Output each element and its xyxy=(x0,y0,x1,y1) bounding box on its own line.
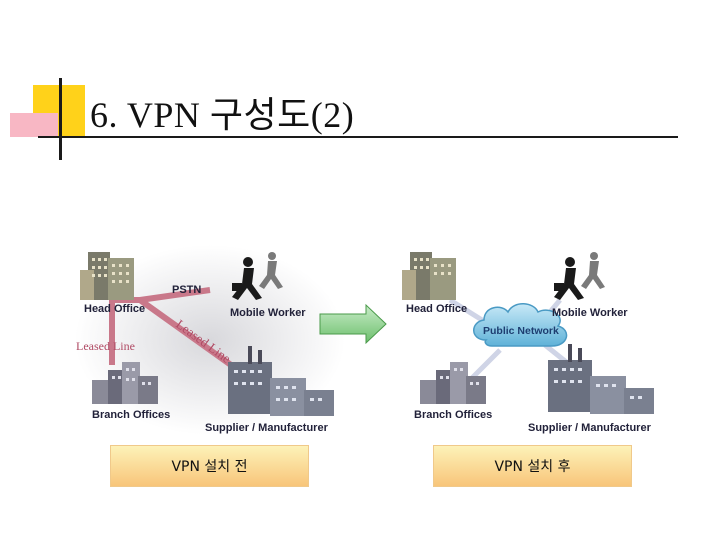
before-branch-offices-label: Branch Offices xyxy=(92,409,170,421)
before-mobile-worker-label: Mobile Worker xyxy=(230,307,306,319)
leased-line-label-left: Leased Line xyxy=(76,339,135,353)
head-office-building-icon xyxy=(80,252,134,300)
mobile-worker-icon xyxy=(232,252,283,300)
supplier-building-icon xyxy=(228,346,334,416)
after-mobile-worker-icon xyxy=(554,252,605,300)
branch-offices-building-icon xyxy=(92,362,158,404)
after-branch-offices-label: Branch Offices xyxy=(414,409,492,421)
public-network-cloud-icon xyxy=(473,303,568,347)
after-diagram: Public Network xyxy=(402,252,654,434)
after-supplier-label: Supplier / Manufacturer xyxy=(528,422,652,434)
after-mobile-worker-label: Mobile Worker xyxy=(552,307,628,319)
after-caption: VPN 설치 후 xyxy=(433,445,632,487)
after-branch-offices-building-icon xyxy=(420,362,486,404)
before-diagram: Head Office PSTN Mobile Worker Leased Li… xyxy=(75,245,345,435)
before-caption: VPN 설치 전 xyxy=(110,445,309,487)
decor-pink-bar xyxy=(10,113,58,137)
pstn-label: PSTN xyxy=(172,284,201,296)
after-head-office-building-icon xyxy=(402,252,456,300)
after-supplier-building-icon xyxy=(548,344,654,414)
before-supplier-label: Supplier / Manufacturer xyxy=(205,422,329,434)
title-underline xyxy=(38,136,678,138)
decor-vertical-rule xyxy=(59,78,62,160)
public-network-label: Public Network xyxy=(483,325,559,337)
transition-arrow-icon xyxy=(319,303,387,345)
page-title: 6. VPN 구성도(2) xyxy=(90,95,355,135)
before-head-office-label: Head Office xyxy=(84,303,145,315)
after-head-office-label: Head Office xyxy=(406,303,467,315)
